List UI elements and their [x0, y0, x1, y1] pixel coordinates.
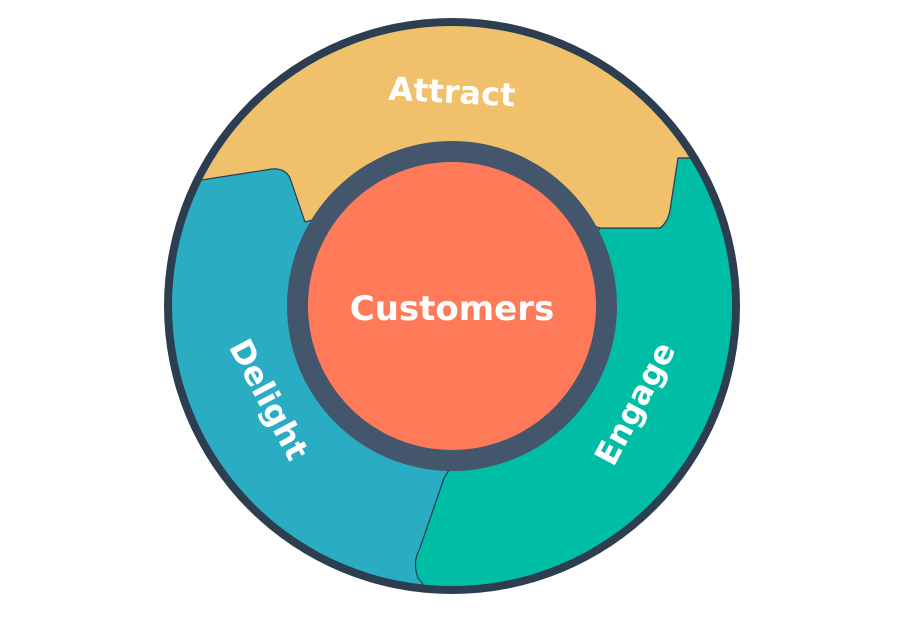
center-label: Customers	[350, 289, 555, 329]
center-circle	[308, 162, 596, 450]
attract-label: Attract	[388, 70, 517, 115]
